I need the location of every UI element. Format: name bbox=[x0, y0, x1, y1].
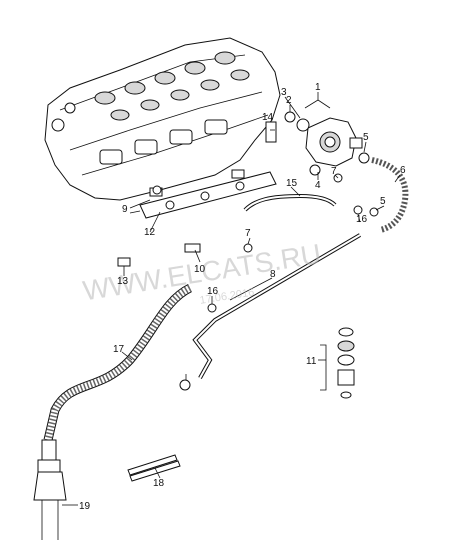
callout-6: 6 bbox=[400, 165, 406, 176]
callout-9: 9 bbox=[122, 204, 128, 215]
callout-8: 8 bbox=[270, 269, 276, 280]
bolt-13 bbox=[117, 257, 131, 267]
callout-1: 1 bbox=[315, 82, 321, 93]
seal bbox=[296, 118, 310, 132]
clip-set-11 bbox=[320, 327, 355, 399]
intake-ports bbox=[99, 119, 228, 165]
callout-10: 10 bbox=[194, 264, 206, 275]
bolt-16a bbox=[353, 205, 363, 215]
connector-19 bbox=[33, 439, 67, 540]
callout-4: 4 bbox=[315, 180, 321, 191]
fuel-rail bbox=[129, 169, 277, 219]
callout-16b: 16 bbox=[207, 286, 219, 297]
fitting-4 bbox=[309, 164, 321, 176]
callout-5a: 5 bbox=[363, 132, 369, 143]
camshaft-caps bbox=[94, 51, 250, 121]
callout-7a: 7 bbox=[331, 166, 337, 177]
callout-2: 2 bbox=[286, 95, 292, 106]
clamp-5c bbox=[179, 379, 191, 391]
callout-13: 13 bbox=[117, 276, 129, 287]
high-pressure-pump bbox=[305, 117, 363, 167]
callout-14: 14 bbox=[262, 112, 274, 123]
callout-3: 3 bbox=[281, 87, 287, 98]
callout-16a: 16 bbox=[356, 214, 368, 225]
sensor-14 bbox=[265, 121, 277, 143]
callout-11: 11 bbox=[306, 356, 317, 367]
o-ring bbox=[284, 111, 296, 123]
cable-ties-18 bbox=[127, 454, 181, 482]
fitting-10 bbox=[184, 243, 201, 253]
callout-5b: 5 bbox=[380, 196, 386, 207]
callout-19: 19 bbox=[79, 501, 91, 512]
callout-17: 17 bbox=[113, 344, 125, 355]
cylinder-head bbox=[44, 37, 281, 201]
leader-lines bbox=[62, 92, 401, 506]
injector bbox=[231, 169, 245, 179]
callout-15: 15 bbox=[286, 178, 298, 189]
clamp-5a bbox=[358, 152, 370, 164]
callout-18: 18 bbox=[153, 478, 165, 489]
fittings bbox=[117, 152, 379, 391]
callout-12: 12 bbox=[144, 227, 156, 238]
callout-labels: 1 2 3 4 5 5 6 7 7 8 9 10 11 12 13 14 15 … bbox=[79, 82, 406, 512]
bolt-9 bbox=[152, 185, 162, 195]
callout-7b: 7 bbox=[245, 228, 251, 239]
